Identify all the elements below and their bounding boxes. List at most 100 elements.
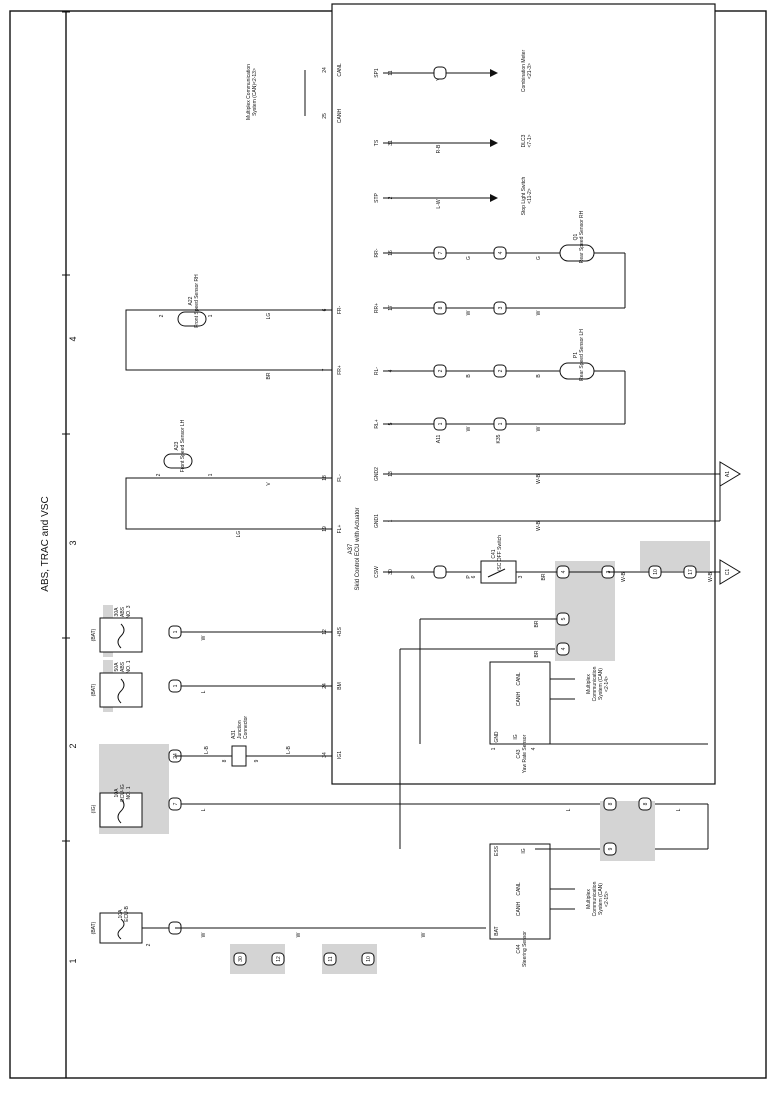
ecu-right-pin-name: SP1 [374, 68, 380, 78]
csw-shade [555, 561, 615, 661]
gnd-shade [640, 541, 710, 571]
ecu-right-pin-name: RR+ [374, 303, 380, 313]
inline-connector-num: 30 [238, 956, 244, 962]
inline-connector [683, 565, 697, 579]
ground-label: A1 [725, 471, 731, 477]
wire-color: BR [541, 573, 547, 580]
inline-connector-num: 10 [653, 569, 659, 575]
ecu-left-pin-name: +BS [337, 627, 343, 637]
wire-color: G [536, 256, 542, 260]
inline-shade [230, 944, 285, 974]
rear-connector-num: 2 [438, 369, 444, 372]
inline-connector-num: 7 [173, 802, 179, 805]
fuse-source: (BAT) [91, 921, 97, 934]
zone-number: 4 [68, 336, 78, 341]
wire-color: W-B [536, 521, 542, 531]
rear-connector-num: 4 [498, 251, 504, 254]
rear-connector [493, 246, 507, 260]
wire-color: W-B [708, 572, 714, 582]
rear-connector-num: 1 [498, 422, 504, 425]
ecu-left-pin-name: FL- [337, 474, 343, 482]
ecu-left-pin-num: 25 [322, 113, 328, 119]
inline-connector-num: 1 [173, 630, 179, 633]
sensor-pin: 1 [208, 314, 214, 317]
wire-color: G [466, 256, 472, 260]
wire-color: B [536, 374, 542, 378]
wire-color: W-B [536, 474, 542, 484]
wire-color: W [201, 932, 207, 937]
inline-connector-num: 8 [608, 802, 614, 805]
ground-symbol [719, 559, 741, 585]
yaw-pin: CANH [516, 692, 522, 707]
inline-connector [361, 952, 375, 966]
switch-pin: 3 [518, 575, 524, 578]
yaw-pin: GND [494, 731, 500, 743]
inline-connector-num: 9 [608, 847, 614, 850]
rear-connector-label: A11 [436, 435, 442, 444]
wire-color: V [266, 482, 272, 486]
wire-color: BR [266, 372, 272, 379]
rear-connector-label: K35 [496, 434, 502, 443]
sensor-pin: 2 [156, 473, 162, 476]
ecu-left-pin-name: CANH [337, 109, 343, 124]
inline-connector [603, 797, 617, 811]
wire-color: P [466, 575, 472, 579]
inline-connector [168, 625, 182, 639]
inline-connector-num: 8 [643, 802, 649, 805]
wire-color: L [201, 808, 207, 811]
junction-label: A31JunctionConnector [231, 716, 249, 739]
inline-connector [648, 565, 662, 579]
output-arrow [490, 194, 498, 202]
fuse-symbol [117, 798, 125, 824]
inline-connector [168, 679, 182, 693]
inline-connector [556, 642, 570, 656]
fuse-name: 10AECU-IGNO. 1 [114, 784, 132, 802]
zone-number: 3 [68, 540, 78, 545]
inline-connector-num: 17 [688, 569, 694, 575]
yaw-sensor-box [489, 661, 551, 745]
wire-color: W [466, 426, 472, 431]
zone-number: 2 [68, 743, 78, 748]
inline-connector-num: 11 [328, 956, 334, 961]
inline-connector [638, 797, 652, 811]
inline-connector-num: 10 [366, 956, 372, 962]
ecu-left-pin-name: BM [337, 682, 343, 690]
inline-connector [556, 612, 570, 626]
yaw-pin-num: 4 [531, 747, 537, 750]
ecu-right-pin-name: TS [374, 139, 380, 146]
wire-color: L-B [204, 745, 210, 753]
ecu-left-pin-name: FL+ [337, 525, 343, 534]
output-arrow [490, 69, 498, 77]
ground-label: C1 [725, 569, 731, 576]
wire-color: L [566, 808, 572, 811]
ecu-right-pin-name: RL- [374, 367, 380, 375]
rear-connector-num: 3 [498, 306, 504, 309]
inline-connector-num: 4 [561, 570, 567, 573]
yaw-comm-label: MultiplexCommunicationSystem (CAN)<2-14> [586, 666, 610, 701]
fuse-abs3-box [99, 617, 143, 653]
inline-connector [271, 952, 285, 966]
yaw-sensor-label: C43Yaw Rate Sensor [516, 734, 528, 773]
wire-color: W-B [621, 572, 627, 582]
front-lh-sensor [163, 453, 193, 469]
ground-symbol [719, 461, 741, 487]
rear-connector-num: 8 [438, 306, 444, 309]
fuse-pin: 2 [146, 943, 152, 946]
ecu-left-pin-name: CANL [337, 63, 343, 77]
ecu-left-pin-num: 34 [322, 752, 328, 758]
ecu-right-pin-name: GND1 [374, 514, 380, 528]
front-rh-sensor [177, 311, 207, 327]
rear-connector [433, 246, 447, 260]
junction-pin: 8 [222, 759, 228, 762]
inline-connector-num: 5 [561, 617, 567, 620]
fuse-name: 10AECU-B [118, 906, 130, 922]
wire-color: W [466, 310, 472, 315]
rear-connector [433, 301, 447, 315]
rear-sensor [559, 244, 595, 262]
front-lh-label: A23Front Speed Sensor LH [174, 419, 186, 472]
switch-lever [487, 568, 506, 578]
fuse-source: (BAT) [91, 683, 97, 696]
junction-connector-box [231, 745, 247, 767]
zone-number: 1 [68, 958, 78, 963]
wire-color: L [676, 808, 682, 811]
